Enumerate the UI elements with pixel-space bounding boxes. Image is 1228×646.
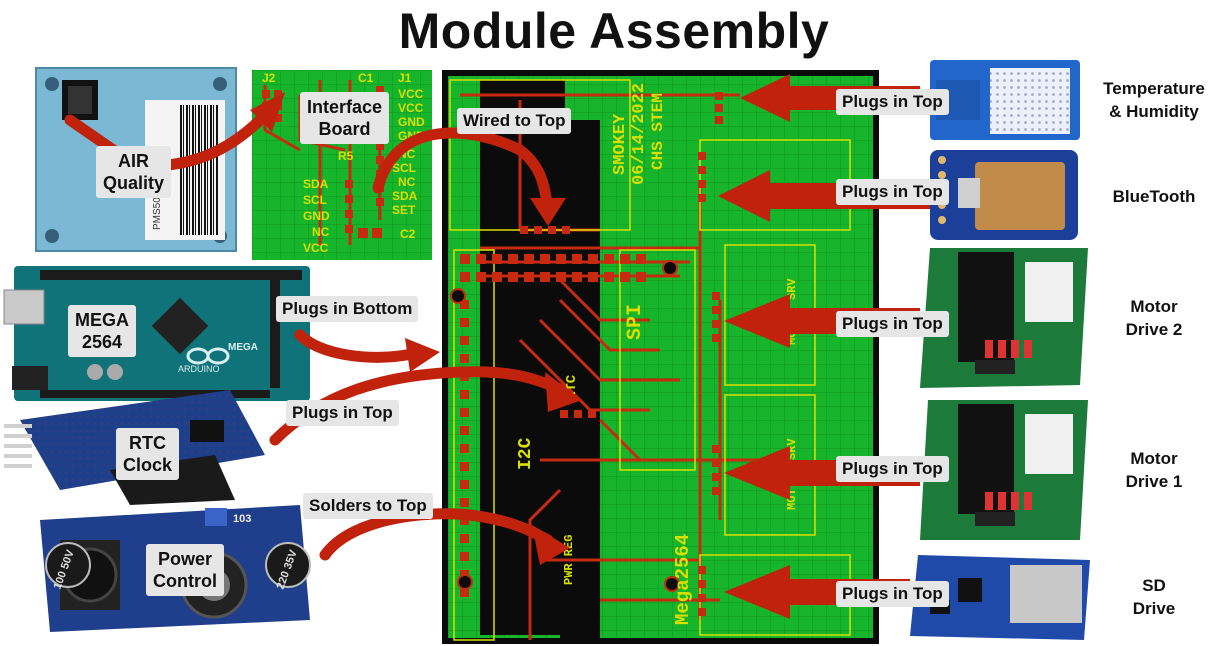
sd-drive-name-line1: SD	[1084, 574, 1224, 597]
plugs-in-top-rtc-label: Plugs in Top	[286, 400, 399, 426]
pcb-mega-text: Mega2564	[672, 534, 694, 625]
silk-left-vcc: VCC	[303, 241, 329, 255]
arrowhead-mega	[405, 338, 440, 372]
pcb-date-text: 06/14/2022	[630, 83, 649, 185]
plugs-in-top-sd-label: Plugs in Top	[836, 581, 949, 607]
silk-ref-j1: J1	[398, 71, 412, 85]
silk-right-sda: SDA	[392, 189, 418, 203]
silk-right-vcc-1: VCC	[398, 87, 424, 101]
silk-ref-c2: C2	[400, 227, 416, 241]
mega-model-text: MEGA	[228, 342, 258, 353]
mega-brand-text: ARDUINO	[178, 364, 220, 374]
plugs-in-top-temp-label: Plugs in Top	[836, 89, 949, 115]
silk-left-sda: SDA	[303, 177, 329, 191]
air-quality-label-line1: AIR	[118, 151, 149, 171]
silk-right-set: SET	[392, 203, 416, 217]
bluetooth-module-image	[930, 150, 1078, 240]
wired-to-top-label: Wired to Top	[457, 108, 571, 134]
main-pcb: SMOKEY 06/14/2022 CHS STEM SPI I2C RTC M…	[442, 70, 879, 644]
temp-humidity-module-image	[930, 60, 1080, 140]
silk-left-nc: NC	[312, 225, 330, 239]
temp-humidity-name-line1: Temperature	[1084, 77, 1224, 100]
plugs-in-bottom-label: Plugs in Bottom	[276, 296, 418, 322]
plugs-in-top-motor1-label: Plugs in Top	[836, 456, 949, 482]
mega-label-line2: 2564	[82, 332, 122, 352]
plugs-in-top-bluetooth-label: Plugs in Top	[836, 179, 949, 205]
power-control-label-line1: Power	[158, 549, 212, 569]
sd-drive-name-line2: Drive	[1084, 597, 1224, 620]
silk-right-vcc-2: VCC	[398, 101, 424, 115]
power-control-label: Power Control	[146, 544, 224, 596]
silk-left-scl: SCL	[303, 193, 327, 207]
power-control-label-line2: Control	[153, 571, 217, 591]
interface-board-label-line1: Interface	[307, 97, 382, 117]
interface-board-label: Interface Board	[300, 92, 389, 144]
pcb-i2c-text: I2C	[516, 437, 536, 470]
arrow-mega	[300, 335, 412, 357]
silk-right-gnd-1: GND	[398, 115, 425, 129]
silk-right-scl: SCL	[392, 161, 416, 175]
temp-humidity-name: Temperature & Humidity	[1084, 77, 1224, 123]
motor-drive-2-name: Motor Drive 2	[1084, 295, 1224, 341]
motor-drive-1-name-line1: Motor	[1084, 447, 1224, 470]
motor-drive-1-name: Motor Drive 1	[1084, 447, 1224, 493]
air-quality-label: AIR Quality	[96, 146, 171, 198]
plugs-in-top-motor2-label: Plugs in Top	[836, 311, 949, 337]
rtc-label-line2: Clock	[123, 455, 172, 475]
bluetooth-name-line1: BlueTooth	[1084, 185, 1224, 208]
motor-drive-2-name-line2: Drive 2	[1084, 318, 1224, 341]
rtc-label: RTC Clock	[116, 428, 179, 480]
sd-drive-name: SD Drive	[1084, 574, 1224, 620]
power-pot-text: 103	[233, 513, 251, 525]
bluetooth-name: BlueTooth	[1084, 185, 1224, 208]
silk-right-nc-2: NC	[398, 175, 416, 189]
silk-ref-r5: R5	[338, 149, 354, 163]
temp-humidity-name-line2: & Humidity	[1084, 100, 1224, 123]
air-quality-label-line2: Quality	[103, 173, 164, 193]
pcb-pwr-text: PWR REG	[562, 535, 576, 585]
interface-board-label-line2: Board	[319, 119, 371, 139]
solders-to-top-label: Solders to Top	[303, 493, 433, 519]
silk-ref-j2: J2	[262, 71, 276, 85]
pcb-name-text: SMOKEY	[611, 113, 630, 175]
silk-ref-c1: C1	[358, 71, 374, 85]
mega-label-line1: MEGA	[75, 310, 129, 330]
rtc-label-line1: RTC	[129, 433, 166, 453]
motor-drive-2-name-line1: Motor	[1084, 295, 1224, 318]
mega-label: MEGA 2564	[68, 305, 136, 357]
motor-drive-1-name-line2: Drive 1	[1084, 470, 1224, 493]
arduino-mega-image: ARDUINO MEGA	[4, 266, 310, 401]
silk-left-gnd: GND	[303, 209, 330, 223]
pcb-org-text: CHS STEM	[649, 93, 667, 170]
pcb-spi-text: SPI	[624, 304, 647, 340]
